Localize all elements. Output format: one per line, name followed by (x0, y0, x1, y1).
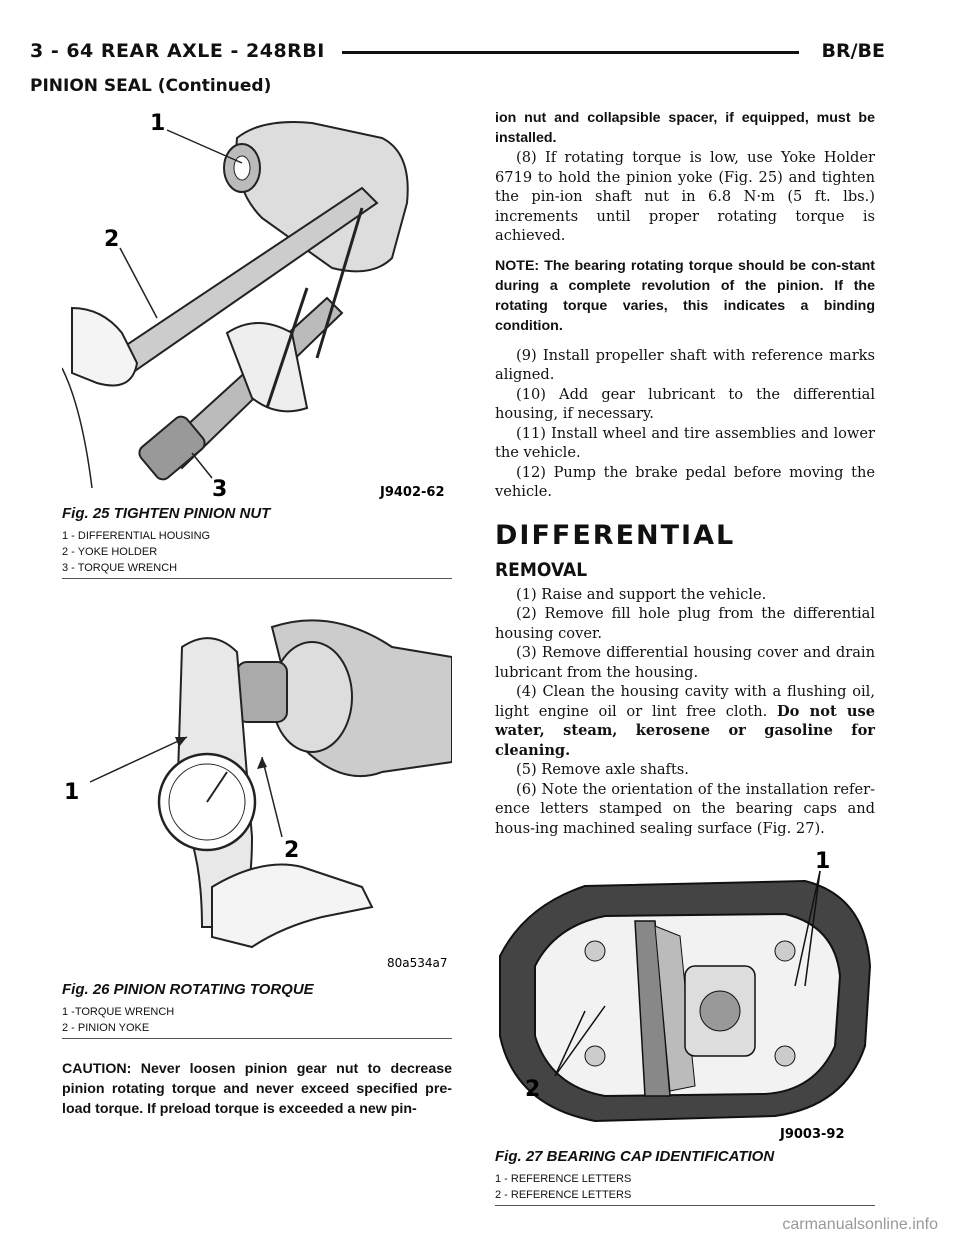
model-code: BR/BE (821, 40, 885, 62)
fig25-legend: 1 - DIFFERENTIAL HOUSING 2 - YOKE HOLDER… (62, 528, 452, 576)
watermark: carmanualsonline.info (782, 1216, 938, 1233)
fig26-legend: 1 -TORQUE WRENCH 2 - PINION YOKE (62, 1004, 452, 1036)
fig27-code: J9003-92 (779, 1127, 845, 1142)
fig26-illustration: 1 2 80a534a7 (64, 619, 452, 970)
fig27-illustration: 1 2 J9003-92 (499, 849, 872, 1142)
step-11: (11) Install wheel and tire assemblies a… (495, 424, 875, 462)
header-rule (342, 51, 799, 54)
fig25-illustration: 1 2 3 J9402-62 (62, 111, 445, 502)
caution-continued: ion nut and collapsible spacer, if equip… (495, 110, 875, 146)
subheading-removal: REMOVAL (495, 558, 588, 581)
fig27-caption: Fig. 27 BEARING CAP IDENTIFICATION (495, 1148, 775, 1165)
legend-item: 2 - REFERENCE LETTERS (495, 1189, 632, 1201)
fig26-caption: Fig. 26 PINION ROTATING TORQUE (62, 981, 314, 998)
removal-step-6: (6) Note the orientation of the installa… (495, 780, 875, 837)
legend-item: 2 - YOKE HOLDER (62, 546, 158, 558)
section-heading-differential: DIFFERENTIAL (495, 519, 736, 551)
fig25-callout-3: 3 (212, 477, 227, 502)
removal-step-3: (3) Remove differential housing cover an… (495, 644, 875, 681)
figure-27: 1 2 J9003-92 Fig. 27 BEARING CAP IDENTIF… (495, 846, 875, 1206)
legend-item: 2 - PINION YOKE (62, 1022, 150, 1034)
legend-item: 1 - DIFFERENTIAL HOUSING (62, 530, 211, 542)
removal-step-4: (4) Clean the housing cavity with a flus… (495, 682, 875, 760)
fig25-rule (62, 578, 452, 579)
page-header: 3 - 64 REAR AXLE - 248RBI BR/BE PINION S… (30, 40, 885, 96)
legend-item: 1 -TORQUE WRENCH (62, 1006, 175, 1018)
fig25-callout-1: 1 (150, 111, 165, 136)
fig26-code: 80a534a7 (387, 956, 448, 970)
right-column: ion nut and collapsible spacer, if equip… (495, 108, 875, 1206)
step-12: (12) Pump the brake pedal before moving … (495, 463, 875, 501)
page-number-section: 3 - 64 REAR AXLE - 248RBI (30, 40, 325, 62)
fig27-callout-1: 1 (815, 849, 830, 874)
removal-step-2: (2) Remove fill hole plug from the diffe… (495, 605, 875, 642)
figure-26: 1 2 80a534a7 Fig. 26 PINION ROTATING TOR… (62, 587, 452, 1039)
fig26-callout-2: 2 (284, 838, 299, 863)
fig26-rule (62, 1038, 452, 1039)
legend-item: 3 - TORQUE WRENCH (62, 562, 178, 574)
removal-step-4-text: (4) Clean the housing cavity with a flus… (495, 683, 875, 720)
fig25-code: J9402-62 (379, 485, 445, 500)
step-10: (10) Add gear lubricant to the different… (495, 385, 875, 423)
fig27-legend: 1 - REFERENCE LETTERS 2 - REFERENCE LETT… (495, 1171, 875, 1203)
figure-25: 1 2 3 J9402-62 Fig. 25 TIGHTEN PINION NU… (62, 108, 452, 579)
fig26-callout-1: 1 (64, 780, 79, 805)
fig27-rule (495, 1205, 875, 1206)
caution-note: CAUTION: Never loosen pinion gear nut to… (62, 1061, 452, 1117)
fig25-caption: Fig. 25 TIGHTEN PINION NUT (62, 505, 271, 522)
fig27-callout-2: 2 (525, 1077, 540, 1102)
legend-item: 1 - REFERENCE LETTERS (495, 1173, 632, 1185)
step-8: (8) If rotating torque is low, use Yoke … (495, 149, 875, 244)
removal-step-1: (1) Raise and support the vehicle. (516, 585, 767, 603)
note-rotating-torque: NOTE: The bearing rotating torque should… (495, 257, 875, 334)
removal-step-4-warning: Do not use water, steam, kerosene or gas… (495, 702, 876, 759)
fig25-callout-2: 2 (104, 227, 119, 252)
section-subtitle: PINION SEAL (Continued) (30, 76, 272, 96)
step-9: (9) Install propeller shaft with referen… (495, 346, 875, 384)
left-column: 1 2 3 J9402-62 Fig. 25 TIGHTEN PINION NU… (62, 108, 452, 1119)
removal-step-5: (5) Remove axle shafts. (516, 761, 689, 778)
